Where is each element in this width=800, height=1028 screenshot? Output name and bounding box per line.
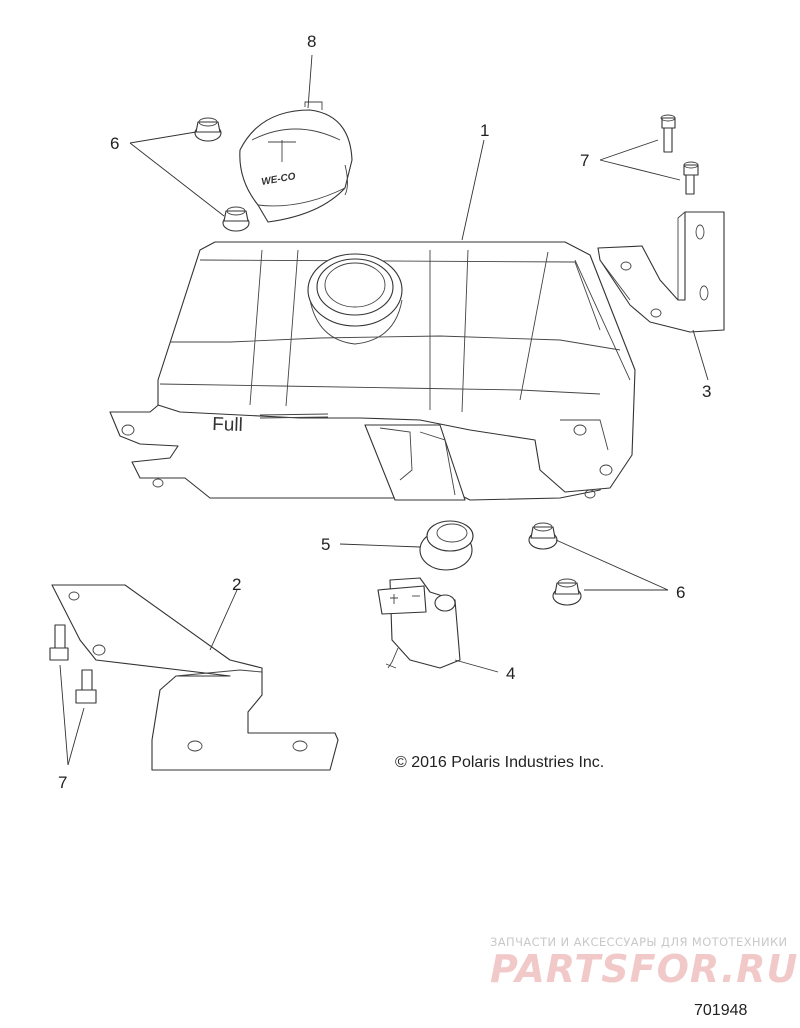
callout-6-nuts-right: 6 [676,583,685,602]
flange-nut-right-1 [528,522,558,550]
callout-4-sensor: 4 [506,664,515,683]
bolt-top-1 [660,114,676,153]
fuel-tank: Full [109,241,636,501]
copyright-notice: © 2016 Polaris Industries Inc. [395,754,604,771]
callout-7-bolts-top: 7 [580,151,589,170]
grommet [419,520,474,571]
callout-2-bracket-lower: 2 [232,575,241,594]
bolt-top-2 [683,161,699,195]
bolt-left-2 [75,669,97,704]
fuel-cap: WE-CO [239,101,353,223]
bolt-left-1 [49,624,69,661]
callout-3-bracket-right: 3 [702,382,711,401]
bracket-right [597,211,725,333]
callout-1-tank: 1 [480,121,489,140]
callout-6-nuts-top: 6 [110,134,119,153]
watermark-logo: PARTSFOR.RU [490,947,798,991]
callout-5-grommet: 5 [321,535,330,554]
drawing-number: 701948 [694,1002,747,1019]
callout-7-bolts-left: 7 [58,773,67,792]
bracket-lower [51,584,339,771]
fuel-sender [377,577,461,669]
leader-lines [59,54,709,766]
watermark-tagline: ЗАПЧАСТИ И АКСЕССУАРЫ ДЛЯ МОТОТЕХНИКИ [490,935,788,949]
flange-nut-right-2 [552,578,582,606]
flange-nut-top-2 [222,206,250,232]
flange-nut-top-1 [194,117,222,142]
callout-8-cap: 8 [307,32,316,51]
tank-full-marking: Full [212,414,243,436]
